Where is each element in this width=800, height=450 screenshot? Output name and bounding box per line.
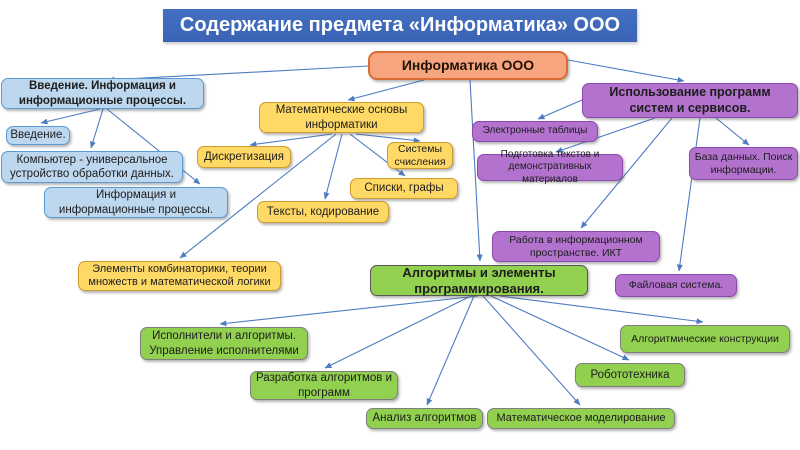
connector-arrow	[482, 295, 581, 406]
connector-arrow	[106, 108, 201, 185]
connector-arrow	[219, 295, 479, 327]
connector-arrow	[249, 133, 333, 148]
node-podgotovka-tekstov: Подготовка текстов и демонстративных мат…	[477, 149, 623, 185]
connector-arrow	[537, 99, 583, 120]
connector-arrow	[179, 133, 337, 259]
node-ispolzovanie-programm: Использование программ систем и сервисов…	[582, 83, 798, 118]
node-analiz-algoritmov: Анализ алгоритмов	[366, 408, 483, 429]
node-ispolniteli: Исполнители и алгоритмы. Управление испо…	[140, 327, 308, 360]
node-mat-modelirovanie: Математическое моделирование	[487, 408, 675, 429]
node-algoritmy-parent: Алгоритмы и элементы программирования.	[370, 265, 588, 296]
node-elementy-kombinatoriki: Элементы комбинаторики, теории множеств …	[78, 261, 281, 291]
node-teksty-kodirovanie: Тексты, кодирование	[257, 201, 389, 223]
node-sistemy-schisleniya: Системы счисления	[387, 142, 453, 169]
slide-title: Содержание предмета «Информатика» ООО	[163, 9, 637, 42]
connector-arrow	[323, 133, 343, 200]
connector-arrow	[90, 108, 104, 149]
connector-arrow	[676, 117, 701, 272]
connector-arrow	[426, 295, 475, 406]
node-baza-dannyh: База данных. Поиск информации.	[689, 147, 798, 180]
connector-arrow	[715, 117, 750, 146]
node-spiski-grafy: Списки, графы	[350, 178, 458, 199]
node-elektronnye-tablicy: Электронные таблицы	[472, 121, 598, 142]
node-algoritmicheskie-konstrukcii: Алгоритмические конструкции	[620, 325, 790, 353]
connector-arrow	[347, 79, 425, 102]
connector-arrow	[490, 295, 630, 361]
node-mat-osnovy: Математические основы информатики	[259, 102, 424, 133]
connector-arrow	[107, 65, 369, 83]
node-kompyuter: Компьютер - универсальное устройство обр…	[1, 151, 183, 183]
connector-arrow	[555, 117, 656, 153]
connector-arrow	[349, 133, 406, 177]
connector-arrow	[324, 295, 472, 369]
connector-arrow	[567, 59, 685, 83]
node-diskretizacia: Дискретизация	[197, 146, 291, 168]
connector-arrow	[499, 295, 704, 325]
connector-arrow	[469, 79, 483, 262]
connector-arrow	[355, 133, 421, 144]
node-root-informatika-ooo: Информатика ООО	[368, 51, 568, 80]
node-rabota-ikt: Работа в информационном пространстве. ИК…	[492, 231, 660, 262]
node-informacia-processy: Информация и информационные процессы.	[44, 187, 228, 218]
node-vvedenie-parent: Введение. Информация и информационные пр…	[1, 78, 204, 109]
node-fajlovaya-sistema: Файловая система.	[615, 274, 737, 297]
node-vvedenie: Введение.	[6, 126, 70, 145]
node-robototehnika: Робототехника	[575, 363, 685, 387]
node-razrabotka-algoritmov: Разработка алгоритмов и программ	[250, 371, 398, 400]
connector-arrow	[40, 108, 101, 125]
connector-arrow	[580, 117, 673, 229]
